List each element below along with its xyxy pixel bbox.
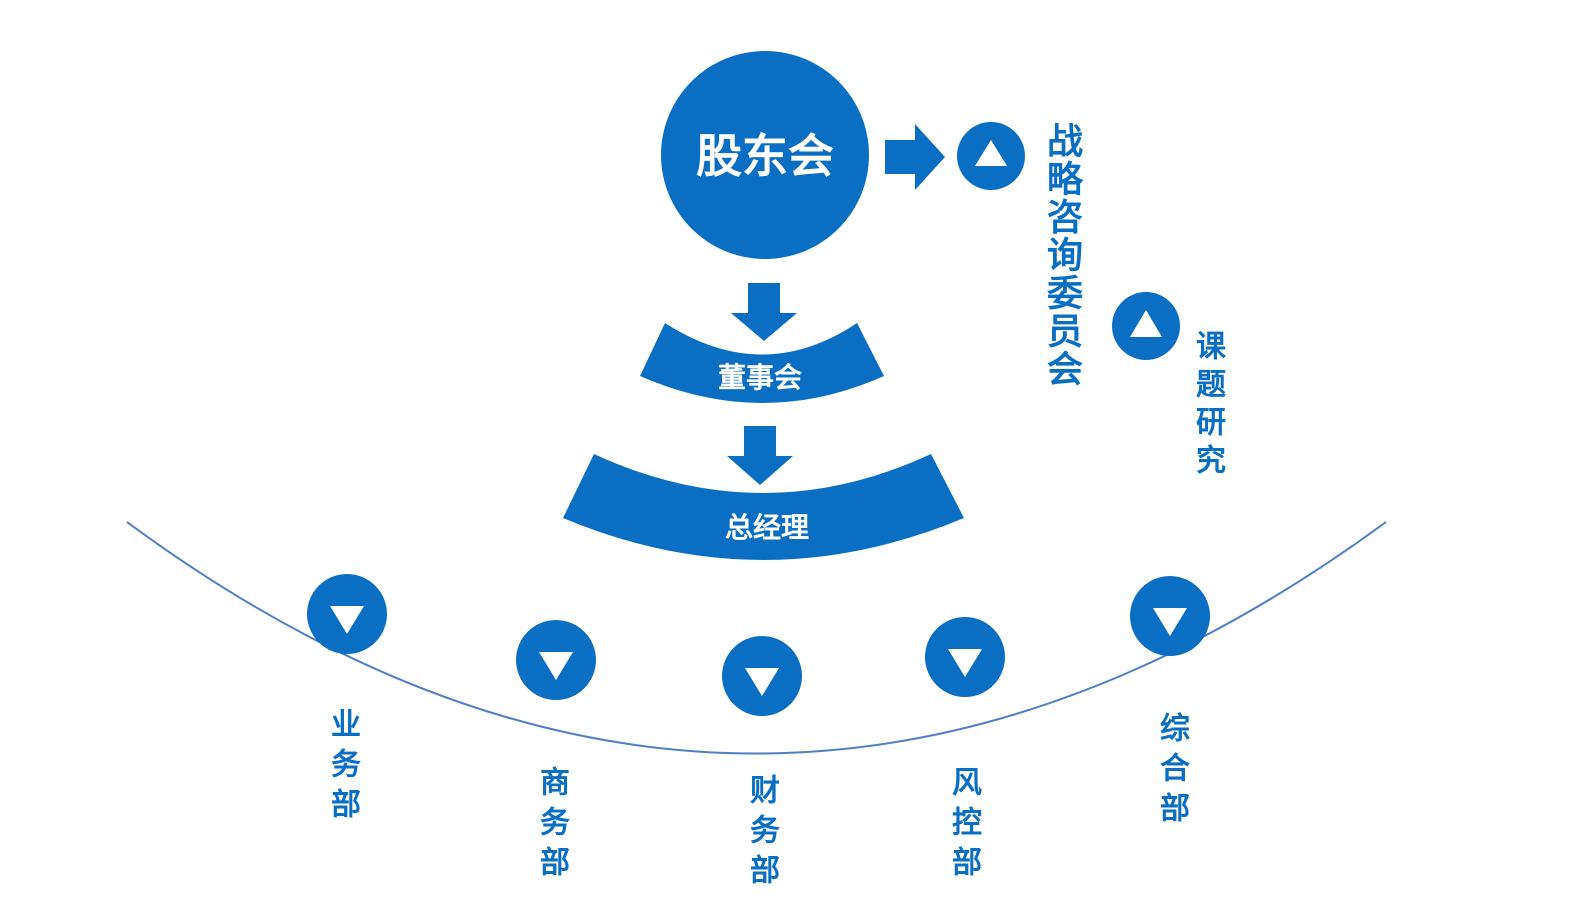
triangle-up-icon xyxy=(1130,310,1162,337)
department-label-finance: 财务部 xyxy=(744,774,779,894)
shareholders-label: 股东会 xyxy=(696,129,834,183)
general-manager-node xyxy=(563,454,964,560)
triangle-down-icon xyxy=(330,606,364,634)
board-label: 董事会 xyxy=(718,361,802,394)
board-node xyxy=(640,323,884,403)
triangle-up-icon xyxy=(975,140,1007,166)
topic-research-label: 课题研究 xyxy=(1190,330,1225,482)
arrow-down-icon xyxy=(727,426,793,485)
arrow-down-icon xyxy=(731,283,797,341)
triangle-down-icon xyxy=(1153,608,1187,636)
arrow-right-icon xyxy=(885,124,945,190)
department-label-risk: 风控部 xyxy=(946,766,981,886)
triangle-down-icon xyxy=(948,649,982,677)
department-label-general: 综合部 xyxy=(1154,712,1189,832)
strategy-committee-label: 战略咨询委员会 xyxy=(1041,122,1082,388)
general-manager-label: 总经理 xyxy=(725,511,809,544)
triangle-down-icon xyxy=(539,652,573,680)
department-badges xyxy=(307,574,1210,716)
shareholders-node xyxy=(661,51,869,259)
department-label-business: 业务部 xyxy=(325,708,360,828)
department-label-commerce: 商务部 xyxy=(534,766,569,886)
triangle-down-icon xyxy=(745,668,779,696)
